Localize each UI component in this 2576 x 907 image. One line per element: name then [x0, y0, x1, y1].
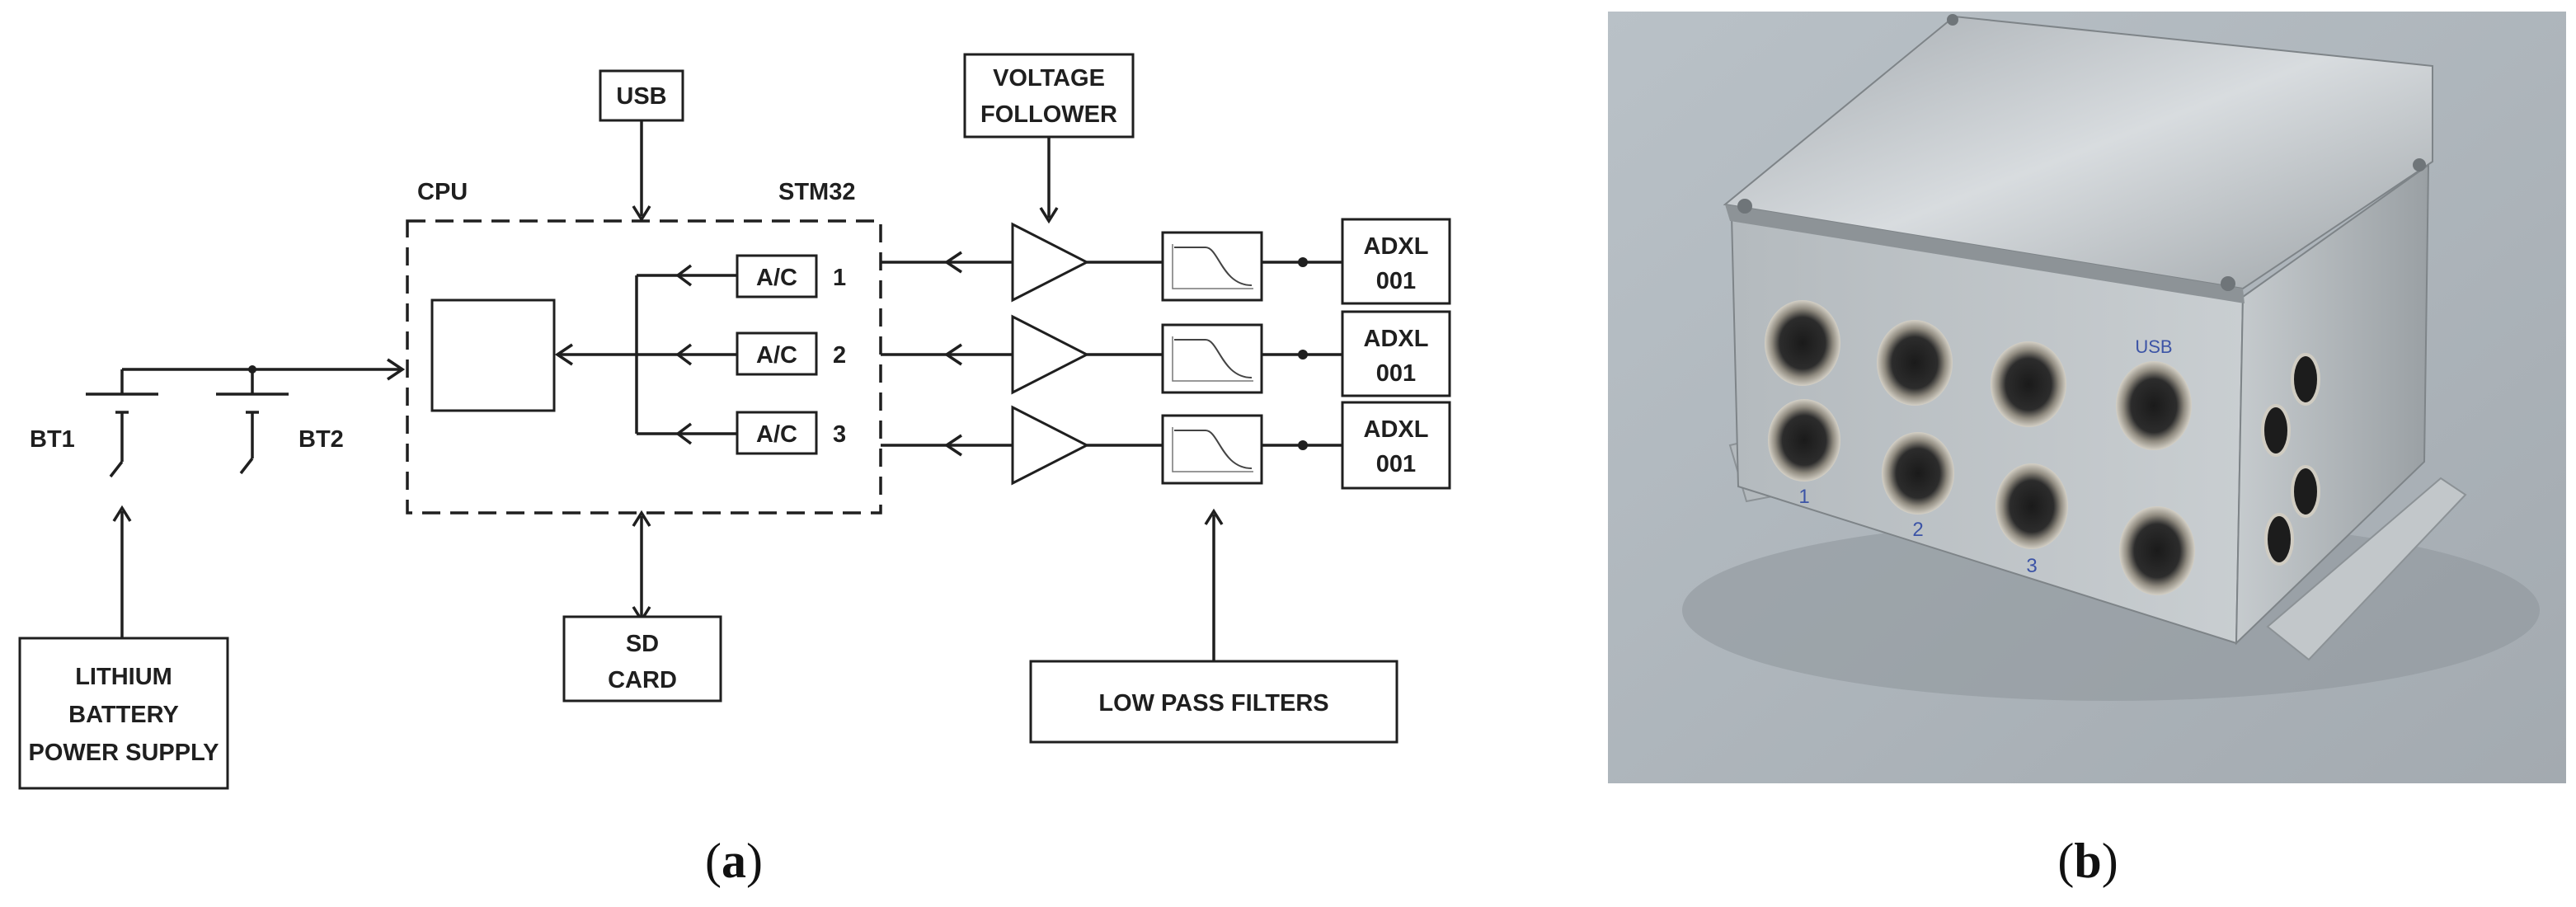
adc-channel-1: A/C 1 — [637, 254, 846, 298]
usb-label: USB — [616, 83, 666, 110]
adc-label-3: A/C — [756, 421, 797, 448]
low-pass-filters-label: LOW PASS FILTERS — [1098, 690, 1328, 717]
bus-to-cpu-arrow — [554, 343, 573, 366]
channel-number-1: 1 — [833, 265, 846, 291]
connector-row-top — [1765, 300, 2192, 450]
power-supply-label-1: LITHIUM — [75, 664, 172, 690]
voltage-follower-label-1: VOLTAGE — [993, 65, 1105, 92]
usb-block: USB — [599, 69, 684, 223]
adc-label-2: A/C — [756, 342, 797, 369]
block-diagram: USB CPU STM32 A/C 1 A/C 2 — [18, 53, 1451, 790]
op-amp-1 — [1011, 222, 1090, 303]
connector-7 — [2119, 506, 2195, 595]
voltage-follower-label-2: FOLLOWER — [980, 101, 1117, 128]
low-pass-filters-block: LOW PASS FILTERS — [1029, 508, 1398, 744]
enclosure-photo: 1 2 3 USB — [1608, 12, 2566, 783]
filter-block-2 — [1161, 323, 1263, 394]
connector-usb — [2116, 361, 2192, 450]
power-supply-label-3: POWER SUPPLY — [29, 740, 219, 766]
connector-1 — [1765, 300, 1840, 386]
connector-4 — [1768, 399, 1840, 482]
filter-block-1 — [1161, 231, 1263, 302]
adxl-model-1: 001 — [1376, 268, 1416, 294]
channel-number-3: 3 — [833, 421, 846, 448]
sd-card-label-1: SD — [626, 631, 659, 657]
stm32-label: STM32 — [778, 179, 855, 205]
power-arrow — [387, 358, 406, 381]
adxl-model-3: 001 — [1376, 451, 1416, 477]
connector-mark-1: 1 — [1798, 486, 1809, 508]
connector-mark-3: 3 — [2026, 555, 2037, 577]
caption-b: (b) — [2057, 834, 2118, 888]
connector-mark-2: 2 — [1912, 519, 1923, 541]
op-amp-3 — [1011, 405, 1090, 486]
adc-channel-2: A/C 2 — [637, 331, 846, 376]
side-connectors — [2261, 353, 2320, 566]
signal-chain-1: ADXL 001 — [881, 218, 1451, 305]
bt2-label: BT2 — [298, 426, 344, 453]
op-amp-2 — [1011, 314, 1090, 395]
adc-channel-3: A/C 3 — [637, 411, 846, 455]
sd-card-label-2: CARD — [608, 667, 677, 693]
connector-row-bottom — [1768, 399, 2195, 595]
connector-6 — [1995, 463, 2068, 549]
power-supply-block: LITHIUM BATTERY POWER SUPPLY — [18, 505, 229, 790]
adxl-model-2: 001 — [1376, 360, 1416, 387]
connector-5 — [1882, 432, 1954, 515]
cpu-dashed-box — [406, 219, 882, 515]
signal-chain-3: ADXL 001 — [881, 401, 1451, 490]
battery-circuit: BT1 BT2 — [30, 358, 406, 478]
sd-card-block: SD CARD — [562, 510, 722, 703]
cpu-label: CPU — [417, 179, 468, 205]
adxl-label-2: ADXL — [1364, 326, 1429, 352]
adxl-label-3: ADXL — [1364, 416, 1429, 443]
adxl-label-1: ADXL — [1364, 233, 1429, 260]
filter-block-3 — [1161, 414, 1263, 485]
connector-2 — [1877, 320, 1953, 406]
bt1-label: BT1 — [30, 426, 75, 453]
cpu-core-block — [430, 298, 556, 412]
connector-3 — [1991, 341, 2066, 427]
signal-chain-2: ADXL 001 — [881, 310, 1451, 397]
adc-label-1: A/C — [756, 265, 797, 291]
caption-a: (a) — [705, 834, 763, 888]
usb-arrow — [632, 205, 651, 223]
power-supply-label-2: BATTERY — [68, 702, 179, 728]
channel-number-2: 2 — [833, 342, 846, 369]
connector-mark-usb: USB — [2135, 336, 2172, 357]
